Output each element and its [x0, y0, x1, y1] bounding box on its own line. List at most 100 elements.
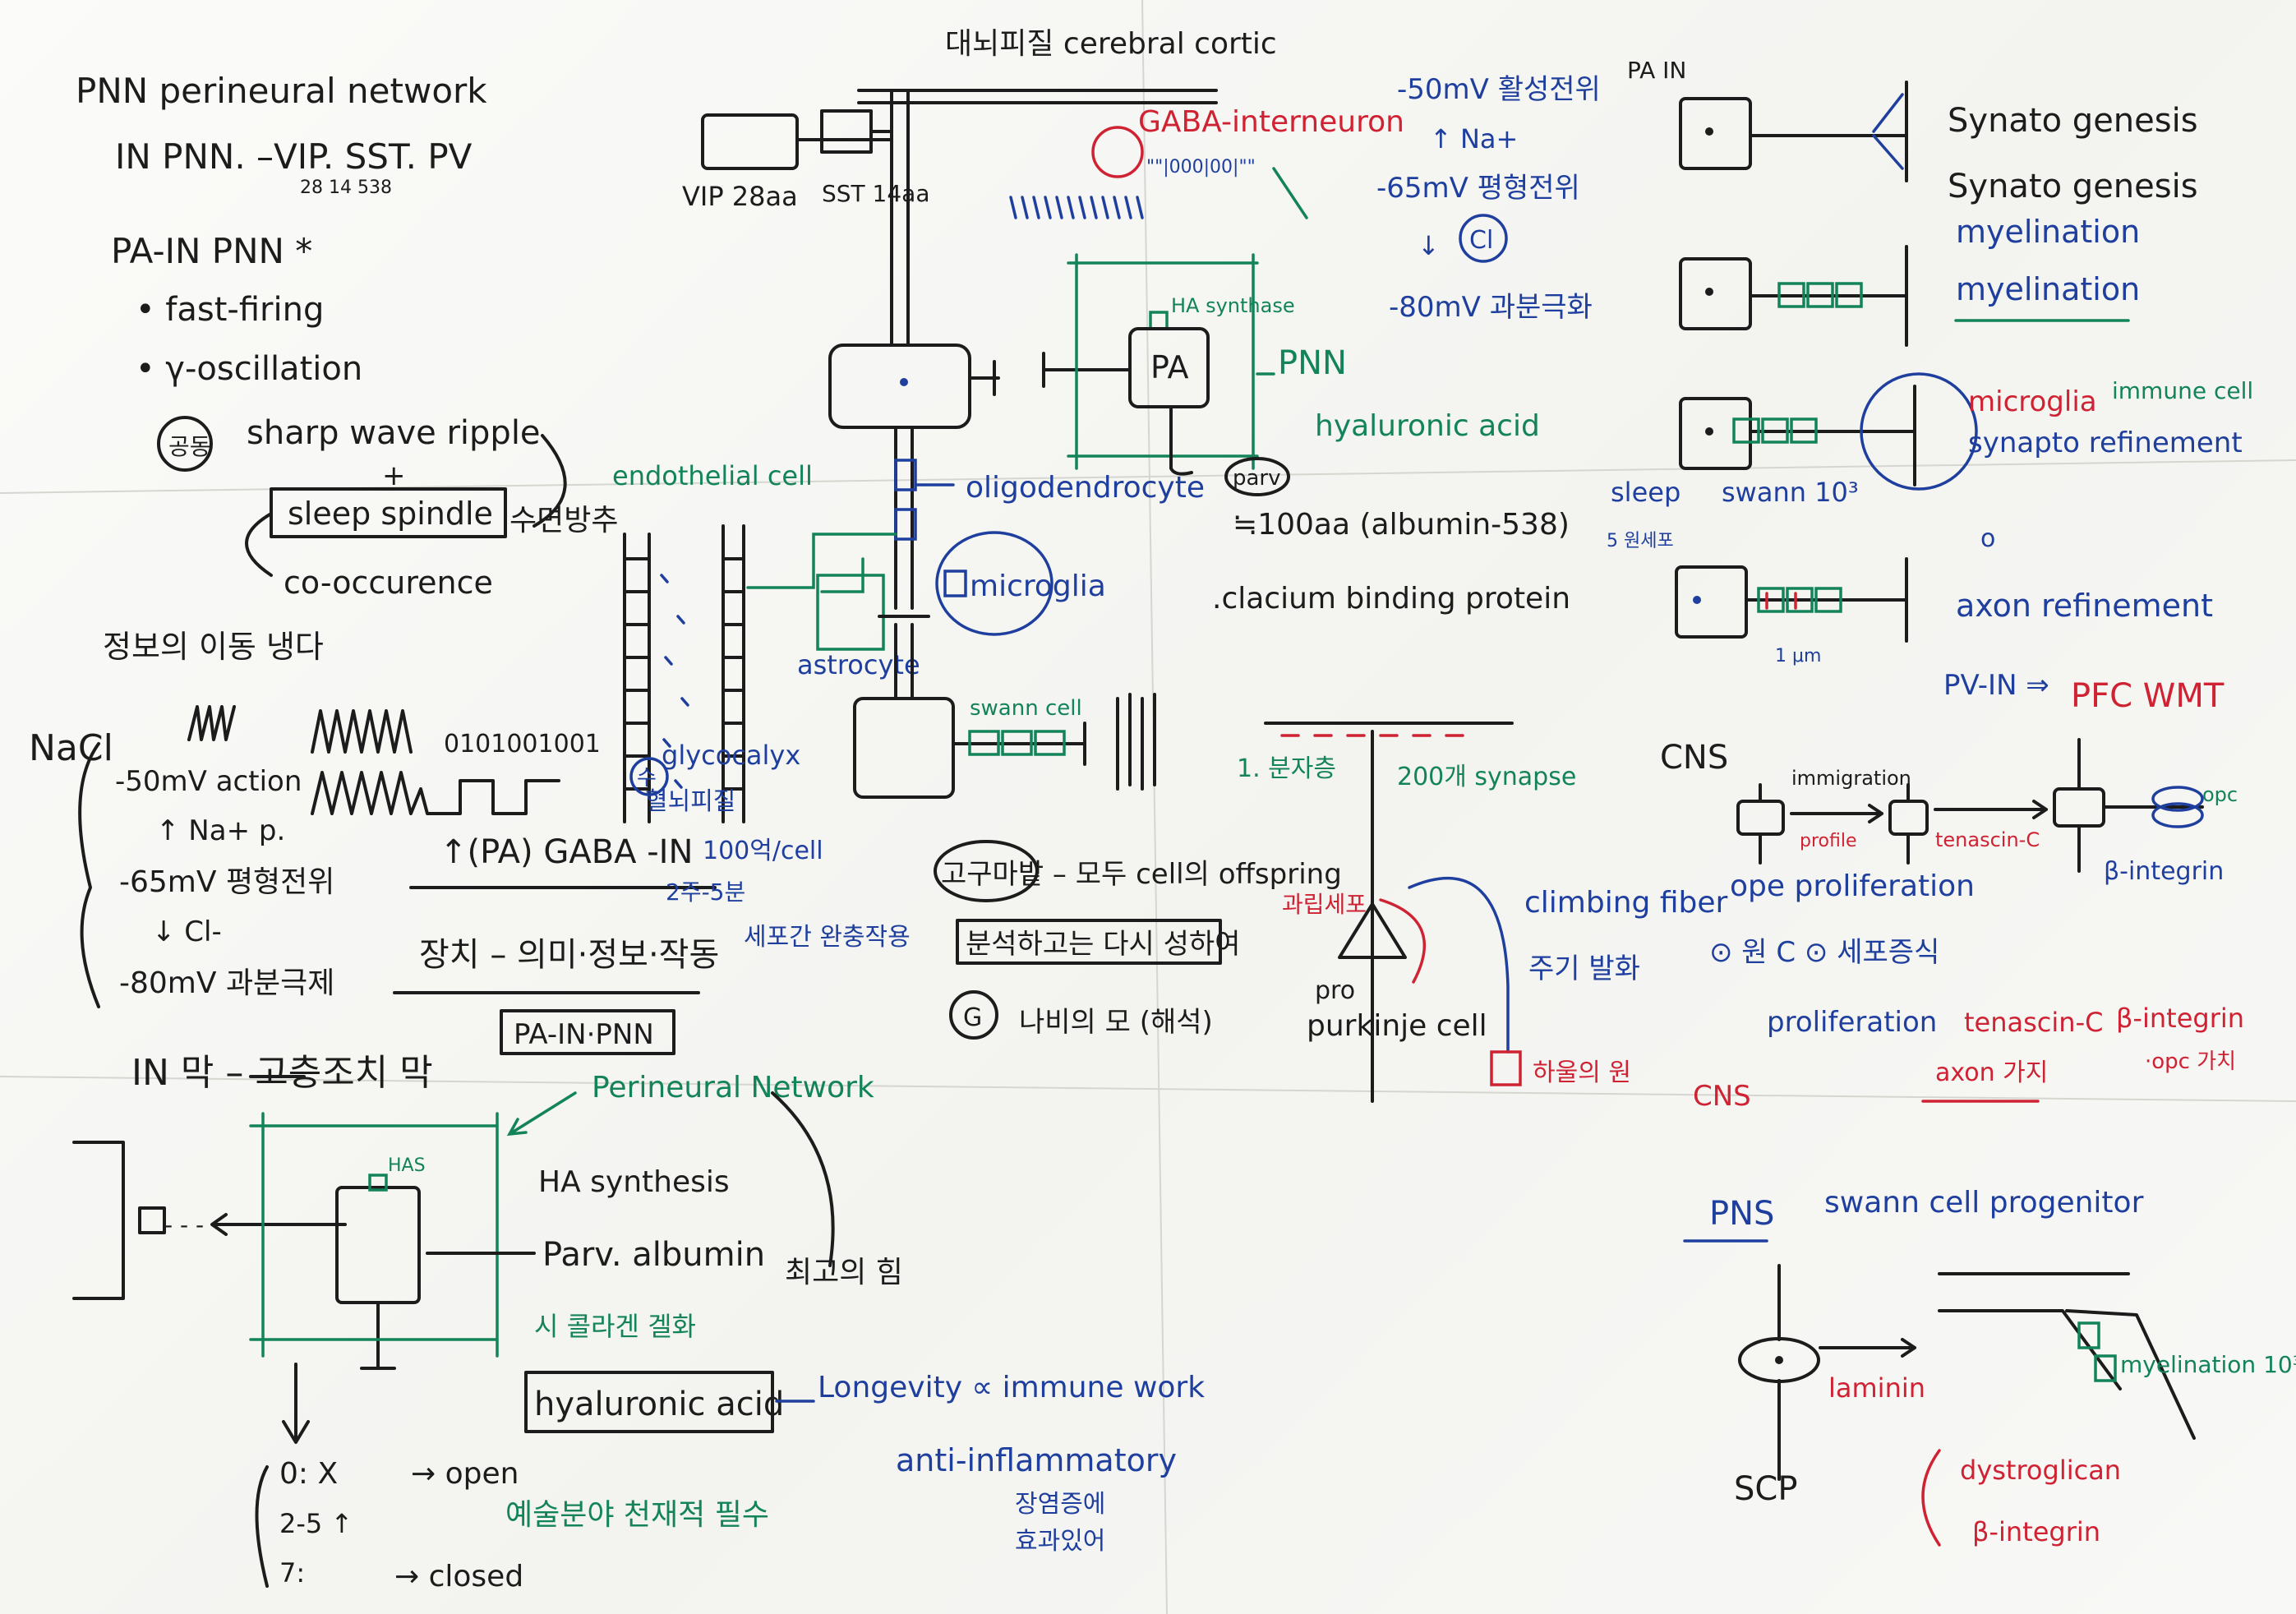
open-row-1: 0: X	[279, 1457, 338, 1491]
pnn-green-horizontal	[249, 1124, 499, 1341]
b-integrin-2: β-integrin	[2116, 1003, 2244, 1034]
device-meaning-line: 장치 – 의미·정보·작동	[419, 936, 719, 974]
pa-in-pnn-heading: PA-IN PNN *	[111, 231, 312, 271]
closed-label: → closed	[394, 1560, 523, 1593]
sleep-small: 5 원세포	[1607, 531, 1674, 551]
potential-80: -80mV 과분극제	[119, 966, 334, 1000]
pa-in-label: PA IN	[1627, 57, 1686, 84]
periodic-firing: 주기 발화	[1528, 952, 1640, 985]
in-pnn-line: IN PNN. –VIP. SST. PV	[115, 136, 473, 177]
microglia-circle	[935, 531, 1053, 636]
open-brace	[255, 1465, 269, 1588]
circled-su: 수	[637, 766, 657, 791]
proliferation-label: proliferation	[1767, 1006, 1937, 1039]
right-notes: PA IN Synato genesis Synato genesis myel…	[1607, 57, 2296, 1547]
pnn-cell-body	[335, 1186, 421, 1304]
swann-cell-label: swann cell	[970, 696, 1082, 721]
axon-1	[894, 426, 914, 610]
pnn-green-vertical	[261, 1112, 499, 1358]
myelination-1: myelination	[1956, 214, 2140, 250]
co-occurence: co-occurence	[284, 565, 493, 601]
potential-na: ↑ Na+ p.	[156, 814, 285, 847]
circle-row: ⊙ 원 C ⊙ 세포증식	[1709, 936, 1939, 969]
red-circle	[1091, 126, 1144, 178]
vip-box	[701, 113, 799, 170]
pnn-label: PNN	[1278, 344, 1347, 382]
svg-text:- - -: - - -	[164, 1211, 204, 1238]
stat-time: 2주-5분	[666, 878, 745, 906]
pfc-wmt: PFC WMT	[2071, 677, 2225, 715]
oligodendrocyte-label: oligodendrocyte	[966, 471, 1205, 505]
v-rest: -65mV 평형전위	[1376, 172, 1580, 205]
nacl-label: NaCl	[29, 727, 113, 769]
main-dendrite	[890, 89, 910, 347]
ope-proliferation: ope proliferation	[1730, 869, 1975, 903]
in-pnn-counts: 28 14 538	[300, 178, 392, 198]
open-row-2: 2-5 ↑	[279, 1508, 353, 1539]
capillary-walls	[623, 524, 745, 823]
pns-label: PNS	[1709, 1195, 1774, 1233]
spike-train-1	[187, 705, 236, 741]
sleep-spindle-remark: 수면방추	[509, 504, 618, 537]
bit-string: 0101001001	[444, 730, 601, 759]
howl-label: 하울의 원	[1533, 1058, 1631, 1087]
b-integrin-3: β-integrin	[1972, 1516, 2100, 1547]
astrocyte-process	[746, 533, 897, 593]
bullet-gamma-oscillation: • γ-oscillation	[136, 350, 362, 388]
climbing-fiber: climbing fiber	[1524, 886, 1728, 920]
open-row-3: 7:	[279, 1557, 305, 1589]
gaba-interneuron: GABA-interneuron	[1138, 105, 1404, 139]
v-hyper: -80mV 과분극화	[1389, 291, 1593, 324]
tenascin-c-2: tenascin-C	[1964, 1007, 2103, 1038]
hyaluronic-box	[524, 1371, 774, 1433]
v-na: ↑ Na+	[1430, 123, 1518, 154]
parv-label: parv	[1233, 466, 1281, 491]
sst-label: SST 14aa	[822, 180, 930, 207]
oligo-sheath-2	[894, 508, 917, 541]
cns-label: CNS	[1660, 739, 1728, 777]
has-label: HAS	[388, 1155, 426, 1176]
has-box	[368, 1174, 388, 1192]
oligo-sheath-1	[894, 459, 917, 491]
central-neuron-diagram: 대뇌피질 cerebral cortic VIP 28aa SST 14aa o…	[612, 27, 1601, 1040]
potential-cl: ↓ Cl-	[152, 915, 222, 948]
microglia-label: microglia	[970, 570, 1106, 603]
gogumabal: 고구마밭 – 모두 cell의 offspring	[941, 858, 1342, 891]
purkinje-soma	[1338, 902, 1407, 959]
bullet-sharp-wave-ripple: sharp wave ripple	[247, 414, 541, 452]
cortex-lines	[857, 89, 1218, 104]
immune-cell: immune cell	[2112, 377, 2253, 404]
anti-inflammatory: anti-inflammatory	[896, 1442, 1177, 1478]
stat-neurons: 100억/cell	[703, 837, 823, 865]
circle-g: G	[963, 1003, 982, 1032]
molecular-layer: 1. 분자층	[1237, 754, 1336, 783]
endothelial-label: endothelial cell	[612, 460, 813, 491]
analysis-box	[956, 919, 1222, 965]
art-genius: 예술분야 천재적 필수	[505, 1498, 769, 1532]
info-transfer: 정보의 이동 냉다	[103, 629, 324, 665]
scp-label: SCP	[1734, 1470, 1797, 1508]
pro-label: pro	[1315, 976, 1355, 1005]
bbb-label: 혈뇌피질	[645, 787, 735, 816]
astrocyte-label: astrocyte	[797, 649, 920, 680]
blue-spikes	[1009, 196, 1144, 219]
sleep-label: sleep	[1611, 477, 1681, 508]
left-title: PNN perineural network	[76, 71, 487, 111]
side-bracket	[771, 1091, 835, 1267]
terminal-lines	[1116, 693, 1156, 791]
axon-branch: axon 가지	[1935, 1058, 2048, 1087]
nacl-brace	[78, 742, 100, 1008]
hyaluronic-acid-label: hyaluronic acid	[1315, 409, 1540, 443]
astrocyte-body	[816, 574, 885, 651]
pa-in-pnn-label: PA-IN·PNN	[514, 1018, 654, 1051]
pnn-pointer	[506, 1091, 577, 1137]
korean-side-note: 최고의 힘	[785, 1256, 903, 1289]
purkinje-diagram: 1. 분자층 200개 synapse 과립세포 pro purkinje ce…	[1237, 722, 1975, 1103]
v-cl: Cl	[1469, 226, 1493, 255]
small-box	[138, 1206, 166, 1234]
aa100-label: ≒100aa (albumin-538)	[1233, 508, 1570, 542]
potential-50: -50mV action	[115, 765, 302, 798]
laminin-label: laminin	[1828, 1372, 1925, 1404]
